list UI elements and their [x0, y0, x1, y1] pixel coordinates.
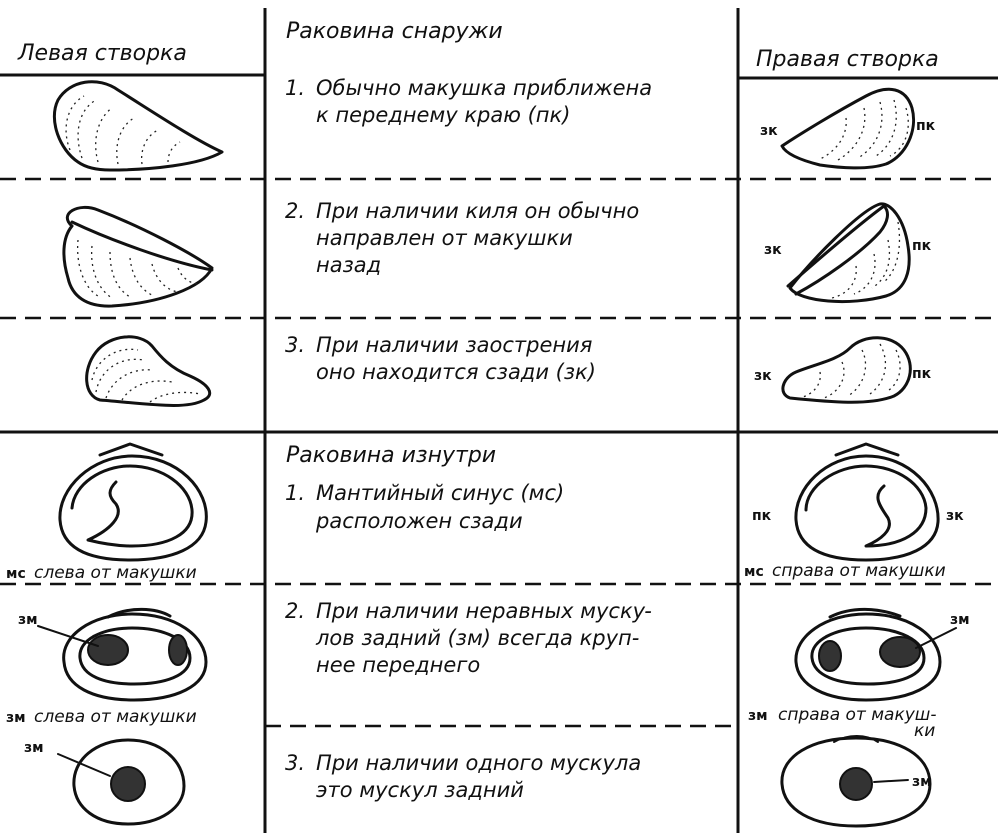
left-valve-single-muscle-drawing: [58, 740, 184, 824]
right-pk-label-2: пк: [912, 238, 932, 254]
right-zm-caption: справа от макуш-: [778, 705, 936, 725]
outer-item-2-number: 2.: [285, 199, 305, 223]
left-valve-muscles-drawing: [38, 609, 206, 700]
right-ms-caption-prefix: мс: [744, 564, 764, 580]
left-zm-label: зм: [18, 612, 38, 628]
outer-item-2-line-2: направлен от макушки: [316, 226, 573, 250]
outer-item-2-line-3: назад: [316, 253, 381, 277]
inner-item-1-line-1: Мантийный синус (мс): [316, 481, 564, 505]
outer-item-3-number: 3.: [285, 333, 305, 357]
left-anterior-muscle: [169, 635, 187, 665]
outer-item-1-number: 1.: [285, 76, 305, 100]
left-posterior-muscle: [88, 635, 128, 665]
right-ms-caption: справа от макушки: [772, 561, 946, 581]
right-zk-label-1: зк: [760, 123, 778, 139]
right-valve-single-muscle-drawing: [782, 736, 930, 826]
right-zk-label-3: зк: [754, 368, 772, 384]
right-zm-caption-wrap: ки: [914, 721, 935, 741]
right-single-zm-label: зм: [912, 774, 932, 790]
left-valve-header: Левая створка: [17, 41, 187, 66]
right-zm-caption-prefix: зм: [748, 708, 768, 724]
right-single-muscle: [840, 768, 872, 800]
left-valve-exterior-drawing: [54, 82, 222, 170]
right-pk-label-1: пк: [916, 118, 936, 134]
right-valve-exterior-drawing: [782, 89, 914, 168]
outer-shell-text: Раковина снаружи 1. Обычно макушка прибл…: [285, 19, 652, 384]
outer-item-2-line-1: При наличии киля он обычно: [316, 199, 639, 223]
right-posterior-muscle: [880, 637, 920, 667]
outer-item-3-line-2: оно находится сзади (зк): [316, 360, 596, 384]
outer-item-1-line-2: к переднему краю (пк): [316, 103, 570, 127]
right-valve-keel-drawing: [788, 204, 909, 302]
inner-item-2-line-1: При наличии неравных мускy-: [316, 599, 652, 623]
right-valve-header: Правая створка: [756, 47, 939, 72]
left-ms-caption-prefix: мс: [6, 566, 26, 582]
outer-item-1-line-1: Обычно макушка приближена: [316, 76, 652, 100]
right-valve-pointed-drawing: [783, 338, 910, 403]
right-zm-label: зм: [950, 612, 970, 628]
left-zm-caption: слева от макушки: [34, 707, 197, 727]
right-zk-label-2: зк: [764, 242, 782, 258]
right-anterior-muscle: [819, 641, 841, 671]
inner-item-2-line-2: лов задний (зм) всегда круп-: [315, 626, 639, 650]
inner-section-title: Раковина изнутри: [286, 443, 496, 468]
left-single-zm-label: зм: [24, 740, 44, 756]
left-valve-keel-drawing: [64, 207, 212, 306]
inner-item-3-line-2: это мускул задний: [316, 778, 524, 802]
outer-item-3-line-1: При наличии заострения: [316, 333, 592, 357]
left-valve-pointed-drawing: [87, 337, 210, 406]
right-pk-label-3: пк: [912, 366, 932, 382]
outer-section-title: Раковина снаружи: [286, 19, 503, 44]
inner-item-2-line-3: нее переднего: [316, 653, 480, 677]
right-valve-muscles-drawing: [796, 609, 956, 700]
right-valve-sinus-drawing: [796, 444, 938, 560]
inner-item-3-number: 3.: [285, 751, 305, 775]
inner-item-2-number: 2.: [285, 599, 305, 623]
inner-shell-text: Раковина изнутри 1. Мантийный синус (мс)…: [285, 443, 652, 802]
left-ms-caption: слева от макушки: [34, 563, 197, 583]
left-single-muscle: [111, 767, 145, 801]
inner-item-3-line-1: При наличии одного мускула: [316, 751, 641, 775]
right-pk-label-4: пк: [752, 508, 772, 524]
left-valve-sinus-drawing: [60, 444, 206, 560]
inner-item-1-number: 1.: [285, 481, 305, 505]
left-zm-caption-prefix: зм: [6, 710, 26, 726]
right-zk-label-4: зк: [946, 508, 964, 524]
inner-item-1-line-2: расположен сзади: [315, 509, 523, 533]
